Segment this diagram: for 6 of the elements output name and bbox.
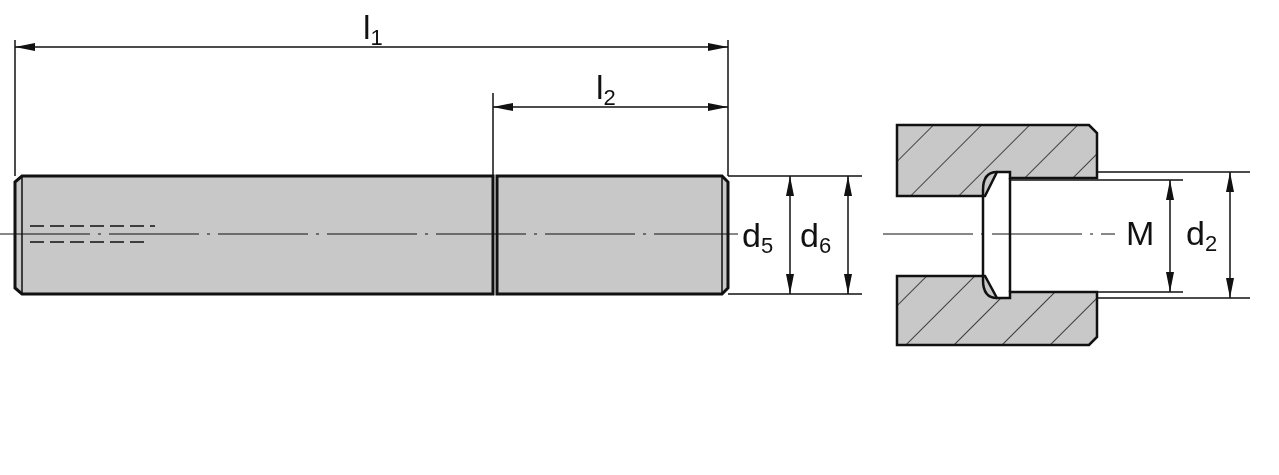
dimension-label: d$_{5}$ [742, 218, 774, 260]
dimension-label: d$_{6}$ [800, 218, 832, 260]
dimension-label: M [1126, 216, 1155, 250]
dimension-label: d$_{2}$ [1186, 216, 1218, 258]
dimension-label: l$_{1}$ [363, 10, 383, 52]
dimension-label: l$_{2}$ [596, 70, 616, 112]
